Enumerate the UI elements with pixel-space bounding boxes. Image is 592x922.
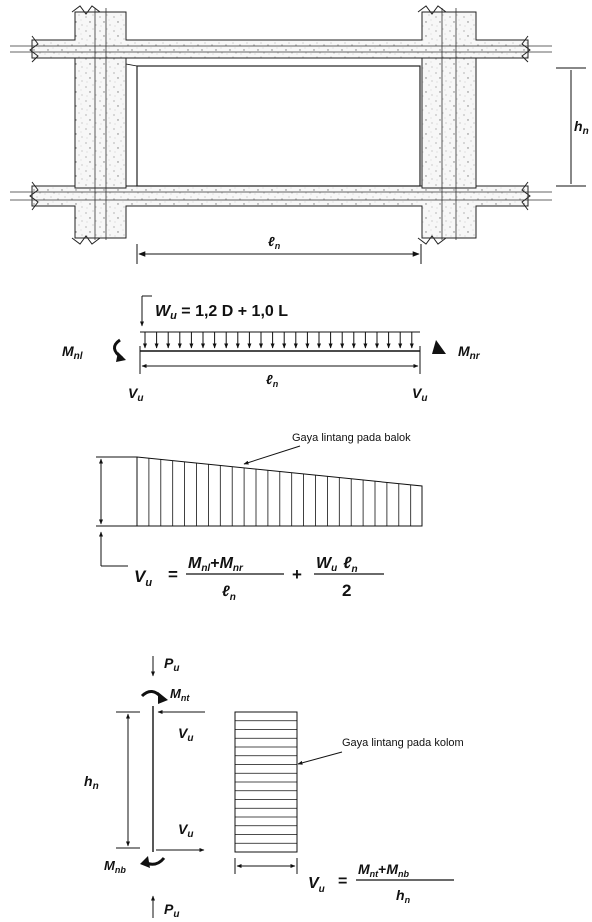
load-equation: Wu = 1,2 D + 1,0 L bbox=[155, 303, 288, 322]
column-shear-formula: Vu = Mnt+Mnb hn bbox=[308, 861, 454, 905]
column-shear-caption: Gaya lintang pada kolom bbox=[342, 737, 464, 749]
column-moment-top-label: Mnt bbox=[170, 686, 190, 703]
beam-shear-left-label: Vu bbox=[128, 385, 143, 404]
beam-span-label: ℓn bbox=[266, 372, 279, 389]
column-shear-diagram: Gaya lintang pada kolom Vu = Mnt+Mnb hn bbox=[234, 711, 464, 905]
svg-text:=: = bbox=[168, 565, 178, 584]
reinforcement-lines bbox=[10, 8, 552, 240]
column-shear-hatch bbox=[235, 720, 297, 844]
right-column bbox=[421, 57, 477, 189]
svg-text:Vu: Vu bbox=[134, 567, 152, 589]
beam-shear-diagram: Gaya lintang pada balok Vu = Mnl+Mnr ℓn … bbox=[96, 432, 423, 603]
svg-text:ℓn: ℓn bbox=[222, 583, 236, 603]
svg-text:2: 2 bbox=[342, 581, 351, 600]
frame-height-dimension: hn bbox=[556, 67, 589, 187]
beam-shear-hatch bbox=[148, 458, 412, 526]
frame-height-label: hn bbox=[574, 118, 589, 137]
column-height-label: hn bbox=[84, 773, 99, 792]
svg-text:Mnt+Mnb: Mnt+Mnb bbox=[358, 861, 410, 879]
column-free-body: Pu Mnt Vu hn Vu Mnb Pu bbox=[84, 655, 205, 920]
column-axial-top-label: Pu bbox=[164, 655, 179, 674]
svg-text:hn: hn bbox=[396, 887, 411, 905]
left-column bbox=[74, 57, 127, 189]
svg-text:Vu: Vu bbox=[308, 875, 325, 895]
svg-text:=: = bbox=[338, 873, 347, 890]
beam-free-body: Wu = 1,2 D + 1,0 L ℓn Mnl Mnr Vu Vu bbox=[62, 295, 481, 404]
break-marks bbox=[29, 5, 531, 245]
column-axial-bottom-label: Pu bbox=[164, 901, 179, 920]
frame-opening bbox=[136, 65, 421, 187]
distributed-load-arrows bbox=[143, 332, 414, 349]
beam-shear-right-label: Vu bbox=[412, 385, 427, 404]
right-moment-arrow bbox=[432, 340, 446, 354]
frame-span-dimension: ℓn bbox=[136, 234, 422, 264]
column-shear-bottom-label: Vu bbox=[178, 821, 193, 840]
column-moment-bottom-label: Mnb bbox=[104, 858, 126, 875]
concrete-frame bbox=[10, 5, 552, 245]
svg-text:+: + bbox=[292, 565, 302, 584]
moment-right-label: Mnr bbox=[458, 343, 481, 362]
beam-shear-caption: Gaya lintang pada balok bbox=[292, 432, 411, 444]
column-shear-top-label: Vu bbox=[178, 725, 193, 744]
frame-span-label: ℓn bbox=[268, 234, 281, 251]
moment-left-label: Mnl bbox=[62, 343, 83, 362]
svg-text:Mnl+Mnr: Mnl+Mnr bbox=[188, 555, 244, 574]
